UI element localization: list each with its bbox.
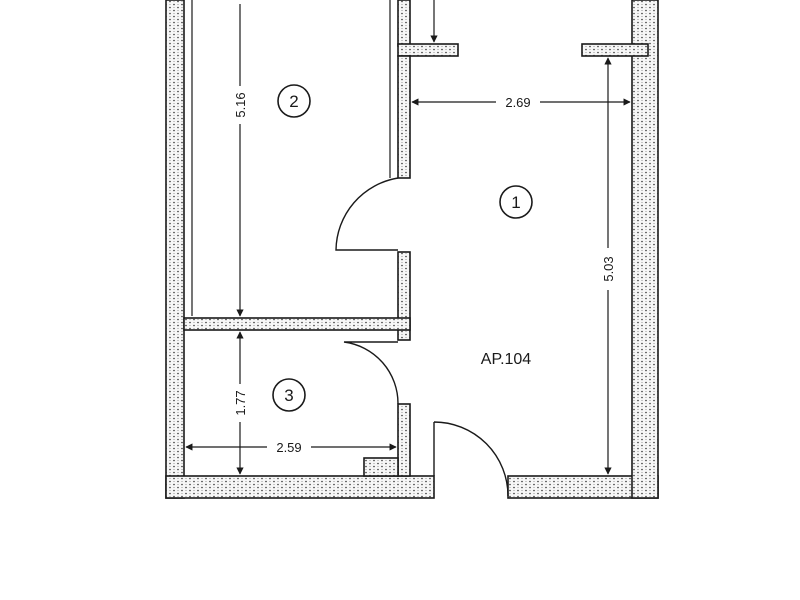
dim-room2-height-bg: [231, 86, 249, 124]
wall-divider-lower: [397, 403, 411, 477]
wall-top-stub-left: [397, 43, 459, 57]
room1-marker: [499, 185, 533, 219]
room2-marker: [277, 84, 311, 118]
room1-number: 1: [511, 193, 520, 212]
dim-room3-height: 1.77: [233, 390, 248, 415]
dim-room2-height: 5.16: [233, 92, 248, 117]
door-entrance[interactable]: [433, 421, 509, 497]
dim-room1-width: 2.69: [505, 95, 530, 110]
door-room3[interactable]: [343, 341, 399, 405]
wall-step-room3: [363, 457, 399, 477]
dim-room3-height-bg: [231, 384, 249, 422]
wall-top-center-vertical: [397, 0, 411, 47]
dim-room3-width-bg: [267, 438, 311, 456]
apartment-label: AP.104: [481, 351, 532, 368]
room3-marker: [272, 378, 306, 412]
dim-room1-height: 5.03: [601, 256, 616, 281]
wall-room2-room3: [183, 317, 411, 331]
dim-room1-height-bg: [599, 248, 617, 290]
dim-room1-width-bg: [496, 93, 540, 111]
wall-divider-upper: [397, 55, 411, 179]
wall-bottom-left: [165, 475, 435, 499]
door-room2[interactable]: [335, 177, 399, 251]
room2-number: 2: [289, 92, 298, 111]
wall-top-stub-right: [581, 43, 649, 57]
room3-number: 3: [284, 386, 293, 405]
wall-left-outer: [165, 0, 185, 499]
wall-right-outer: [631, 0, 659, 499]
dim-room3-width: 2.59: [276, 440, 301, 455]
